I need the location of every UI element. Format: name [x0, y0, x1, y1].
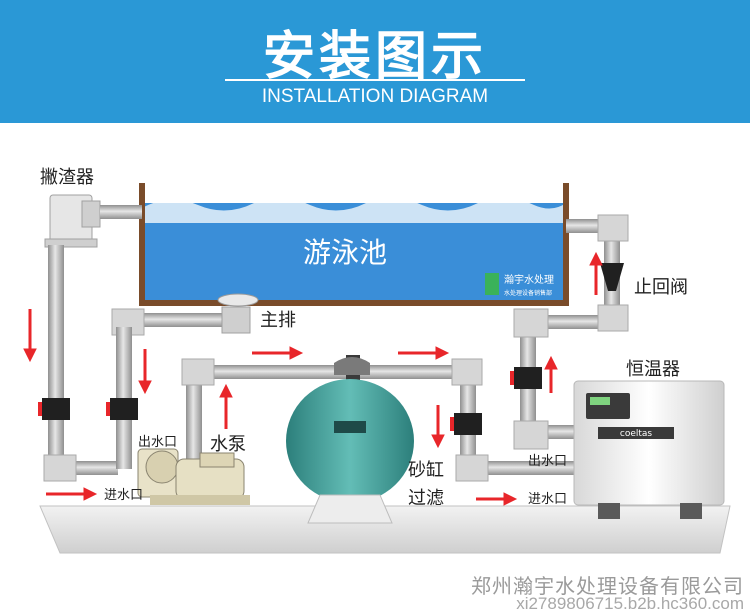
- check-valve-label: 止回阀: [634, 277, 688, 298]
- pump-label: 水泵: [210, 434, 246, 455]
- page-title: 安装图示: [262, 27, 487, 87]
- installation-diagram: 游泳池 瀚宇水处理 水处理设备销售部 撇渣器: [23, 167, 731, 554]
- heater-outlet-label: 出水口: [528, 454, 567, 469]
- check-valve: 止回阀: [600, 263, 688, 298]
- company-url: xi2789806715.b2b.hc360.com: [516, 594, 744, 613]
- skimmer-label: 撇渣器: [40, 167, 94, 188]
- heater-display: [586, 393, 630, 419]
- pool: 游泳池 瀚宇水处理 水处理设备销售部: [139, 183, 569, 306]
- arrow-right-heater-in: [476, 492, 518, 506]
- company-name: 郑州瀚宇水处理设备有限公司: [471, 574, 744, 598]
- sand-filter-label-2: 过滤: [408, 488, 444, 509]
- arrow-up-heater-out: [544, 355, 558, 393]
- pool-logo-text: 瀚宇水处理: [504, 273, 554, 286]
- arrow-down-drain: [138, 349, 152, 395]
- sand-filter-label-1: 砂缸: [408, 459, 444, 481]
- pump-inlet-label: 进水口: [104, 488, 143, 503]
- heater-label: 恒温器: [626, 359, 680, 380]
- valve-filter-line: [450, 413, 482, 435]
- ground-slab: [39, 505, 731, 554]
- main-drain-label: 主排: [260, 310, 296, 331]
- sand-filter: 砂缸 过滤: [286, 355, 444, 524]
- flow-arrows: [23, 251, 603, 506]
- arrow-right-top-2: [398, 346, 450, 360]
- valve-heater-line: [510, 367, 542, 389]
- title-divider: [225, 79, 525, 81]
- skimmer: 撇渣器: [40, 167, 101, 248]
- arrow-right-pump-in: [46, 487, 98, 501]
- page-subtitle: INSTALLATION DIAGRAM: [261, 86, 489, 107]
- pool-logo-subtext: 水处理设备销售部: [504, 289, 552, 297]
- heater-brand: coeltas: [620, 429, 653, 439]
- heater: coeltas 恒温器 出水口 进水口: [528, 359, 725, 519]
- pool-label: 游泳池: [303, 236, 387, 269]
- pool-logo-icon: [485, 273, 499, 295]
- valve-drain-line: [106, 398, 138, 420]
- pump: 水泵 出水口 进水口: [104, 434, 250, 505]
- arrow-right-top-1: [252, 346, 304, 360]
- heater-inlet-label: 进水口: [528, 492, 567, 507]
- header-banner: 安装图示 INSTALLATION DIAGRAM: [0, 0, 750, 123]
- arrow-up-pump-out: [219, 383, 233, 429]
- arrow-down-skimmer: [23, 309, 37, 363]
- arrow-down-filter: [431, 405, 445, 449]
- main-drain: 主排: [217, 293, 296, 334]
- valve-skimmer-line: [38, 398, 70, 420]
- arrow-up-check-valve: [589, 251, 603, 295]
- pump-outlet-label: 出水口: [138, 435, 177, 450]
